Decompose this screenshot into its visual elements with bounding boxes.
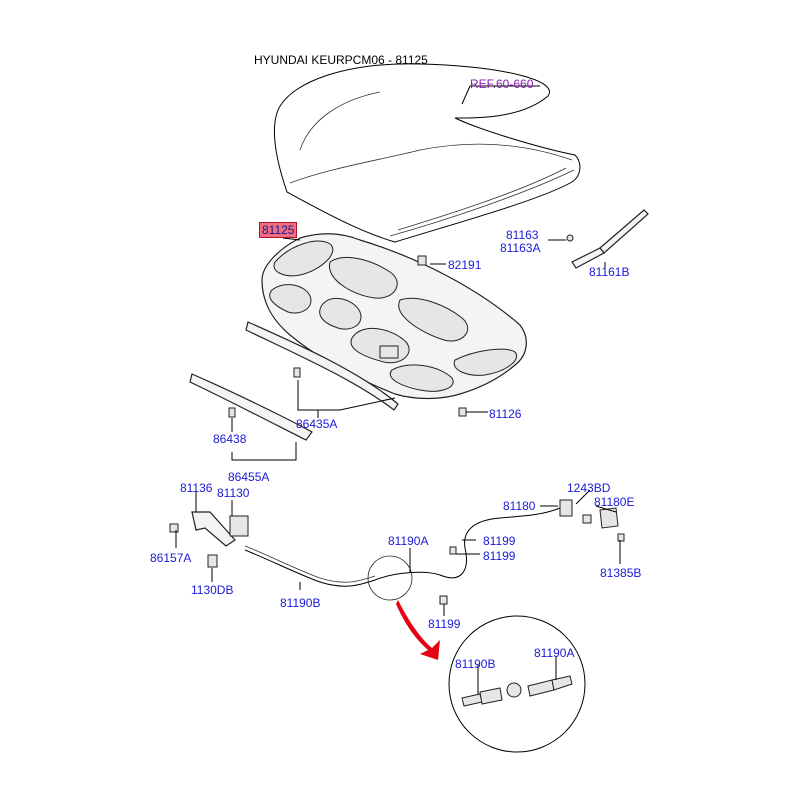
diagram-title: HYUNDAI KEURPCM06 - 81125 <box>254 53 428 67</box>
part-label-81161b[interactable]: 81161B <box>589 265 630 279</box>
part-label-81199-bottom[interactable]: 81199 <box>428 617 461 631</box>
part-label-81163[interactable]: 81163 <box>506 228 539 242</box>
part-label-86438[interactable]: 86438 <box>213 432 247 446</box>
hood-inner-panel <box>261 233 527 400</box>
fasteners <box>228 367 467 605</box>
part-label-81190b[interactable]: 81190B <box>280 596 321 610</box>
part-label-81163a[interactable]: 81163A <box>500 241 541 255</box>
weatherstrip-86455a <box>189 373 313 441</box>
leader-lines <box>175 85 621 694</box>
part-label-81385b[interactable]: 81385B <box>600 566 642 580</box>
weatherstrip-86435a <box>245 321 399 411</box>
part-label-81199-upper[interactable]: 81199 <box>483 534 516 548</box>
part-label-81190a[interactable]: 81190A <box>388 534 429 548</box>
release-cable <box>244 499 625 601</box>
part-label-86157a[interactable]: 86157A <box>150 551 192 565</box>
part-label-1130db[interactable]: 1130DB <box>191 583 234 597</box>
detail-circle <box>448 615 586 753</box>
reference-label[interactable]: REF.60-660 <box>470 77 534 91</box>
part-label-81180e[interactable]: 81180E <box>594 495 635 509</box>
detail-label-81190b[interactable]: 81190B <box>455 657 496 671</box>
hood-latch-assembly <box>169 511 249 568</box>
detail-label-81190a[interactable]: 81190A <box>534 646 575 660</box>
part-label-81125[interactable]: 81125 <box>259 222 298 238</box>
detail-arrow <box>396 600 440 660</box>
gas-lift-81161b <box>417 209 649 269</box>
part-label-86455a[interactable]: 86455A <box>228 470 270 484</box>
hood-outer-panel <box>273 63 581 243</box>
part-label-86435a[interactable]: 86435A <box>296 417 338 431</box>
part-label-81136[interactable]: 81136 <box>180 481 213 495</box>
part-label-81126[interactable]: 81126 <box>489 407 522 421</box>
part-label-81180[interactable]: 81180 <box>503 499 536 513</box>
part-label-81199-lower[interactable]: 81199 <box>483 549 516 563</box>
part-label-82191[interactable]: 82191 <box>448 258 482 272</box>
part-label-81130[interactable]: 81130 <box>217 486 250 500</box>
part-label-1243bd[interactable]: 1243BD <box>567 481 611 495</box>
